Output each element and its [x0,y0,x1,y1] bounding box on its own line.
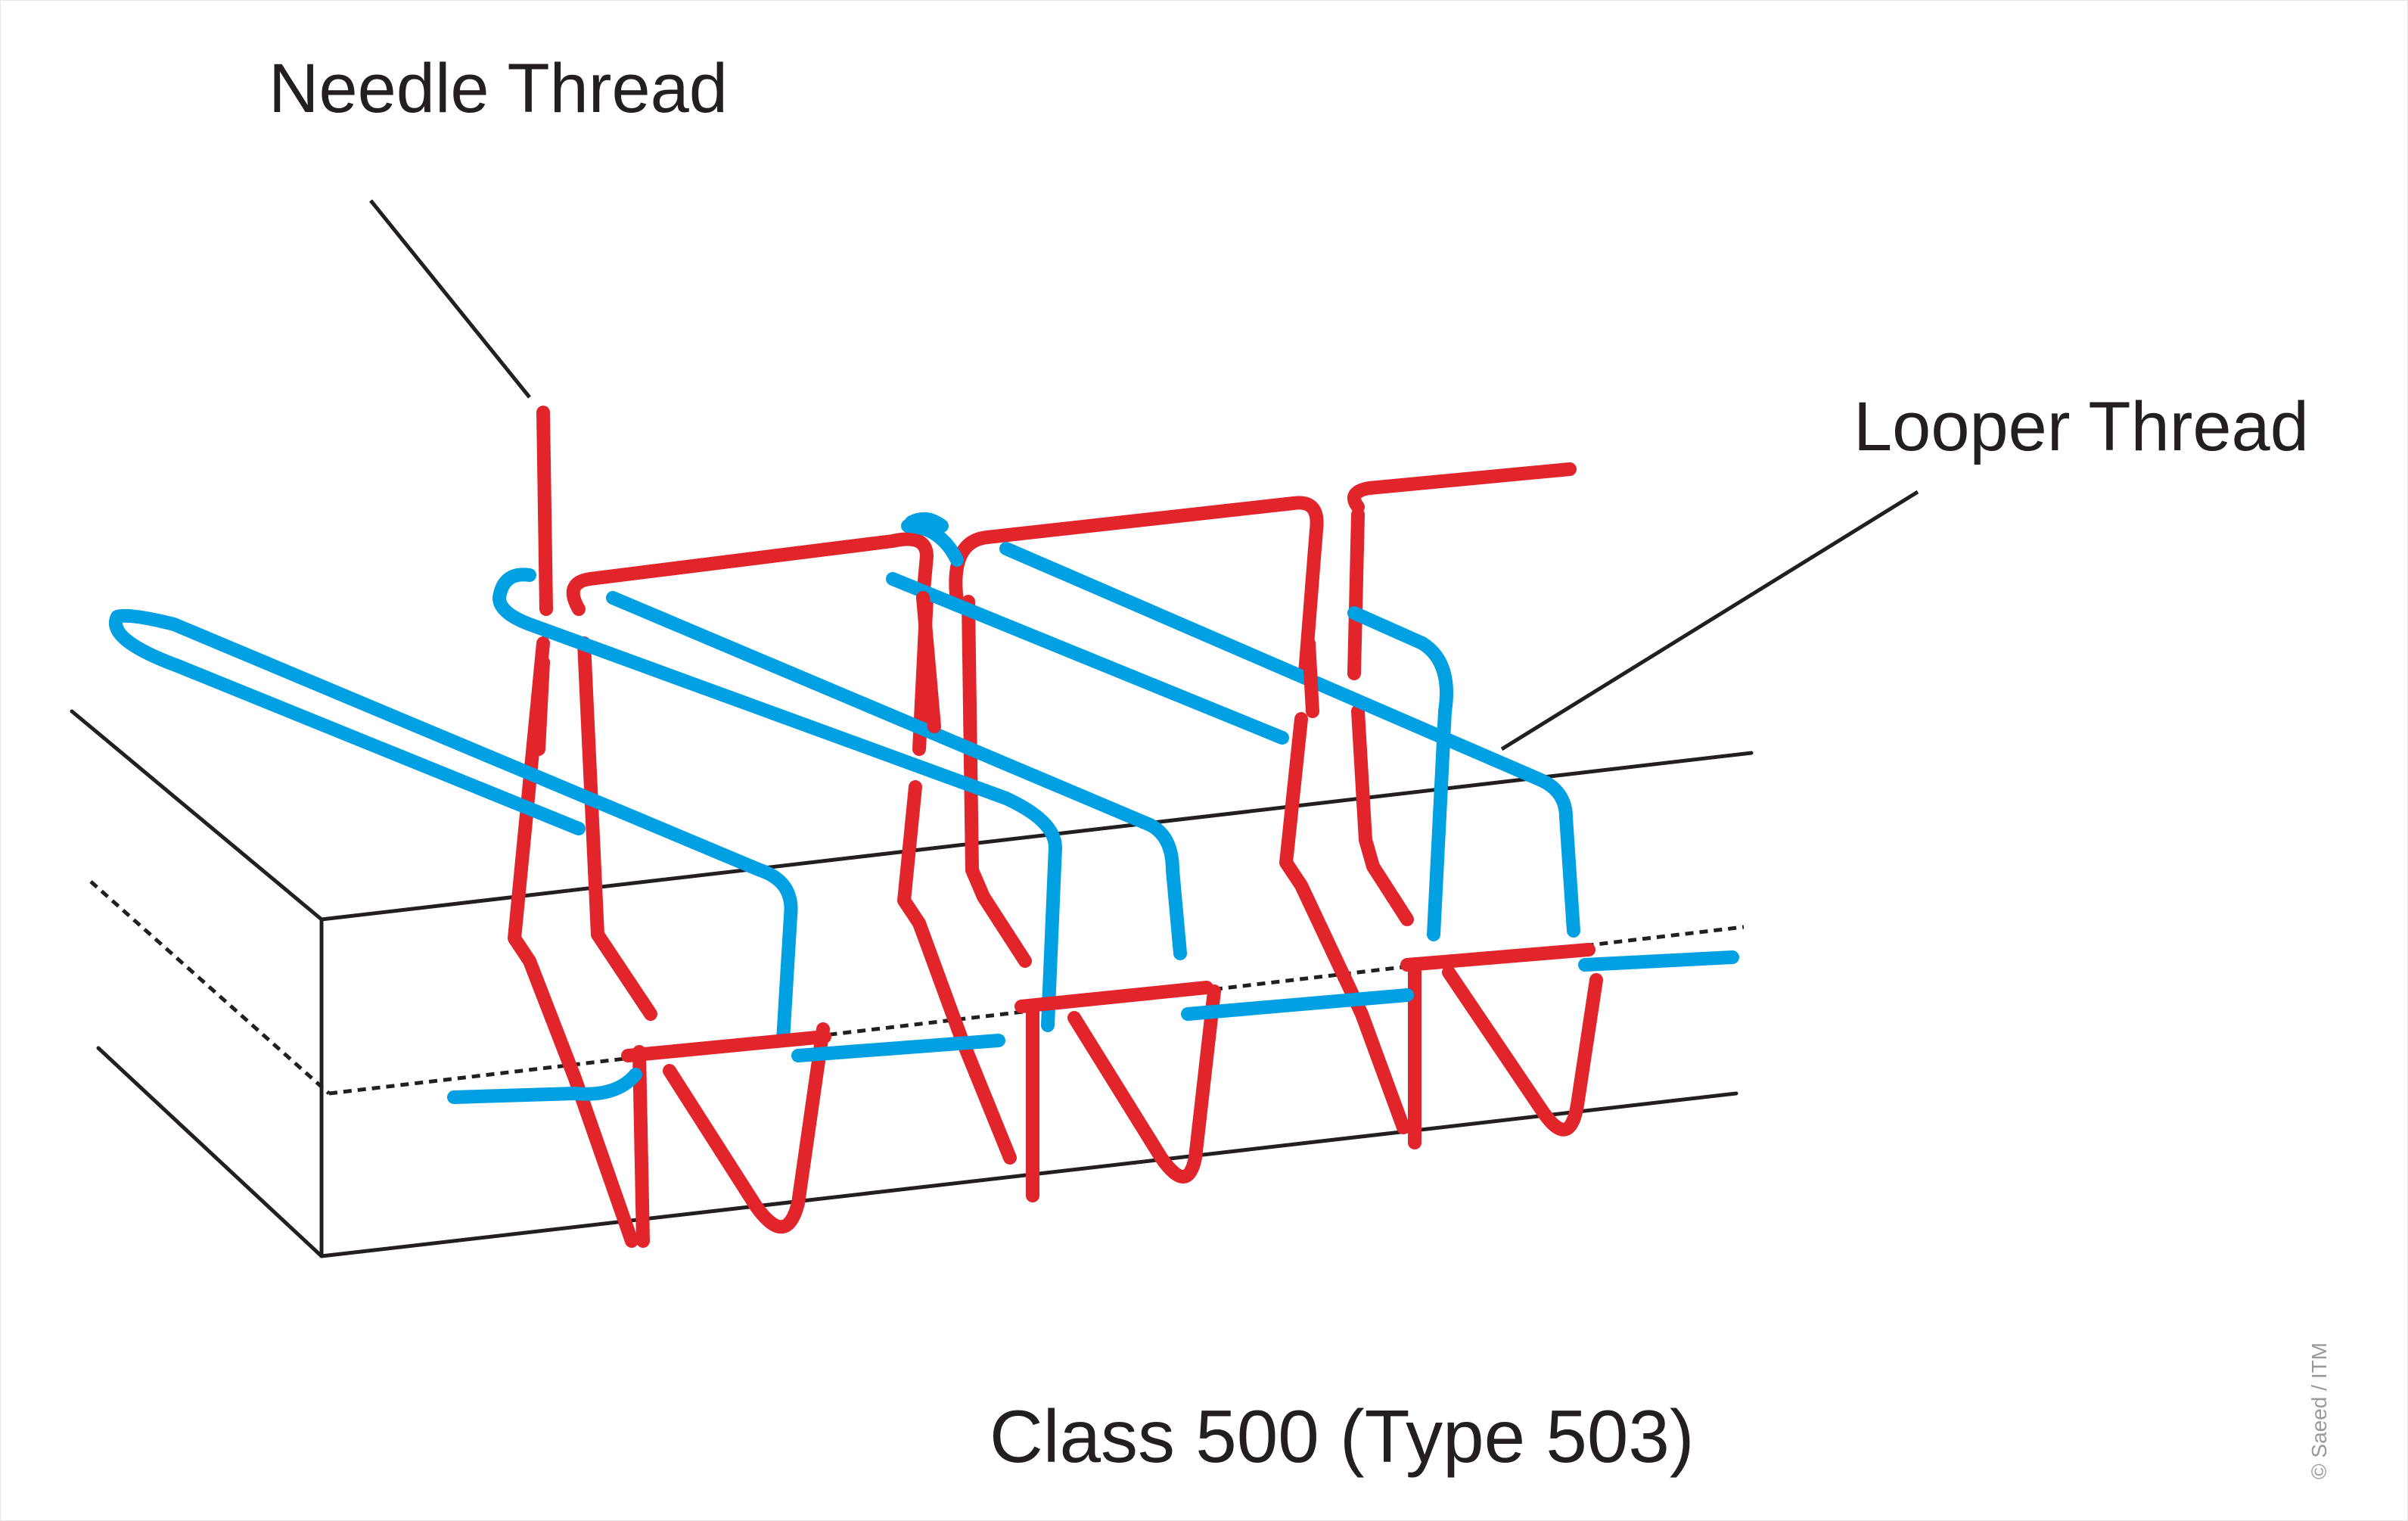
needle-thread-leader [369,199,531,399]
copyright-credit: © Saeed / ITM [2307,1342,2331,1479]
leader-lines [369,199,1919,751]
fabric-top-front-edge [319,751,1754,922]
stitch-class-caption: Class 500 (Type 503) [990,1395,1694,1478]
looper-thread-label: Looper Thread [1853,388,2309,465]
fabric-top-back-edge [70,709,324,922]
needle-thread-label: Needle Thread [269,50,728,127]
needle-thread-front [532,591,1595,1062]
fabric-bottom-back-edge [96,1046,324,1258]
looper-thread-leader [1500,490,1919,751]
looper-thread [109,512,1739,1104]
needle-thread-entry [536,406,553,616]
